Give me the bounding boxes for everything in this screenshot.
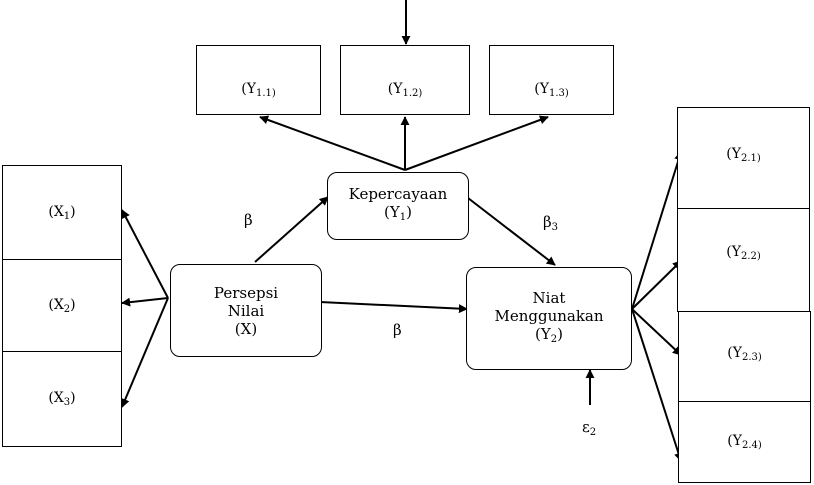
arrow-y1-to-y11 [259, 115, 406, 171]
arrow-y2-to-y21 [631, 151, 683, 310]
arrow-x-to-x3 [121, 297, 169, 408]
node-niat-menggunakan: Niat Menggunakan (Y2) [466, 267, 632, 370]
arrow-y2-to-y23 [631, 308, 682, 356]
indicator-y12: (Y1.2) [340, 45, 470, 115]
arrow-x-to-y2 [319, 301, 468, 314]
indicator-x2: (X2) [3, 259, 121, 351]
indicator-y13: (Y1.3) [489, 45, 614, 115]
indicator-y11: (Y1.1) [196, 45, 321, 115]
arrow-y2-to-y22 [631, 260, 682, 310]
node-kepercayaan: Kepercayaan (Y1) [327, 172, 469, 240]
indicator-y24: (Y2.4) [678, 401, 811, 483]
arrow-x-to-x2 [121, 297, 169, 307]
path-label-y1-to-y2: β3 [543, 213, 559, 233]
indicator-x3: (X3) [3, 351, 121, 446]
indicator-y22: (Y2.2) [677, 208, 810, 312]
arrow-y2-to-y24 [631, 308, 683, 462]
arrow-x-to-y1 [254, 196, 329, 263]
indicator-y23: (Y2.3) [678, 311, 811, 402]
path-label-x-to-y1: β [244, 211, 253, 229]
indicator-y21: (Y2.1) [677, 107, 810, 209]
arrow-y1-to-y13 [404, 115, 549, 171]
arrow-x-to-x1 [121, 209, 169, 299]
node-persepsi-nilai: Persepsi Nilai (X) [170, 264, 322, 357]
indicator-x1: (X1) [48, 203, 76, 222]
path-label-x-to-y2: β [393, 321, 402, 339]
x-indicators-column: (X1) (X2) (X3) [2, 165, 122, 447]
error-label-y2: ε2 [582, 418, 597, 438]
arrow-y1-to-y2 [467, 197, 556, 266]
